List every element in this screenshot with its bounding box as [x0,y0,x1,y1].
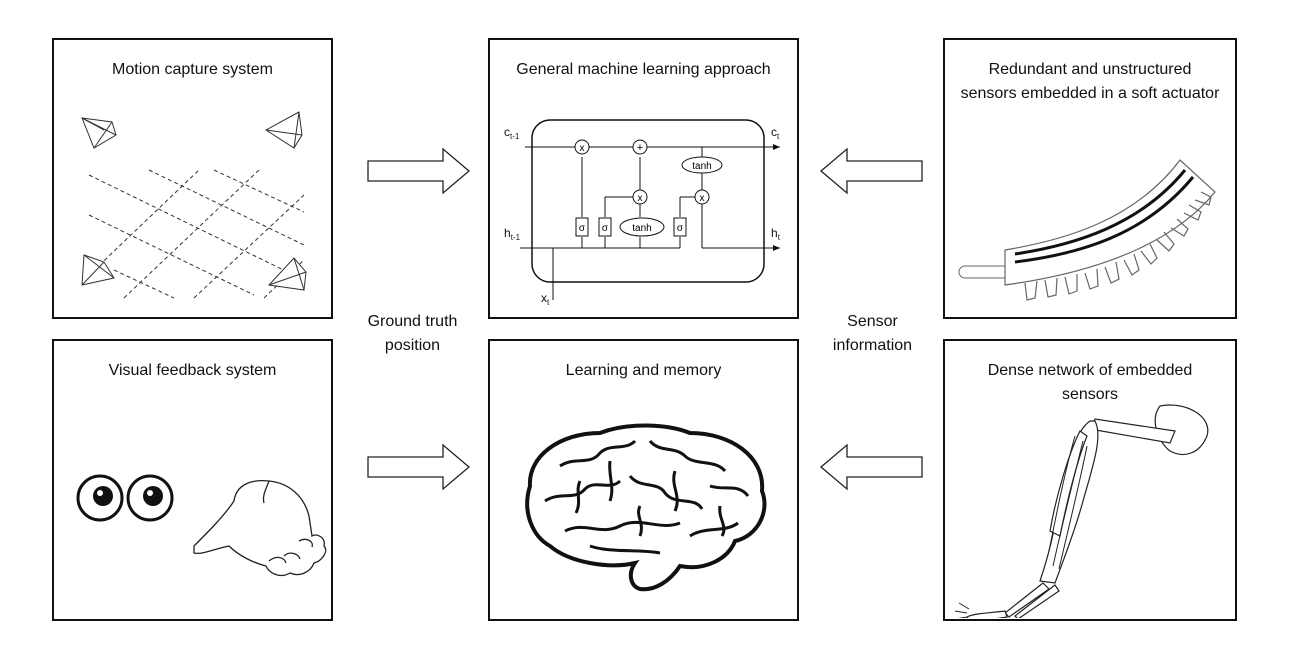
svg-text:tanh: tanh [692,161,711,172]
svg-text:x: x [638,193,643,204]
panel-title: Dense network of embedded sensors [987,362,1193,403]
c-prev-label: ct-1 [504,125,520,141]
camera-icon [267,257,307,291]
dense-network-panel: Dense network of embedded sensors [943,339,1237,621]
motion-capture-illustration [81,111,307,299]
svg-text:σ: σ [602,223,609,234]
svg-text:x: x [700,193,705,204]
visual-feedback-illustration [76,474,327,577]
hand-icon [193,480,327,577]
svg-text:tanh: tanh [632,223,651,234]
svg-text:+: + [637,142,643,154]
svg-text:σ: σ [579,223,586,234]
lstm-cell-box [531,119,765,283]
sigmoid-layer: σ [673,217,687,237]
svg-text:σ: σ [677,223,684,234]
tanh-node: tanh [681,156,723,174]
capture-grid [88,169,305,299]
camera-icon [81,117,117,149]
soft-actuator-illustration [958,159,1216,301]
arm-muscle-illustration [954,404,1209,618]
h-next-label: ht [771,226,781,242]
right-arrow-icon [367,147,471,195]
right-arrow-icon [367,443,471,491]
sigmoid-layer: σ [575,217,589,237]
sensor-information-label: Sensor information [832,313,913,354]
ground-truth-label: Ground truth position [367,313,458,354]
ml-approach-panel: General machine learning approach [488,38,799,319]
multiply-gate: x [694,189,710,205]
brain-icon [525,423,767,592]
sigmoid-layer: σ [598,217,612,237]
left-arrow-icon [819,443,923,491]
tanh-layer: tanh [619,217,665,237]
add-gate: + [632,139,648,155]
c-next-label: ct [771,125,780,141]
camera-icon [265,111,303,149]
svg-text:x: x [580,143,585,154]
motion-capture-panel: Motion capture system [52,38,333,319]
sensor-line [1014,169,1187,256]
panel-title: Redundant and unstructured sensors embed… [960,61,1220,102]
learning-memory-panel: Learning and memory [488,339,799,621]
panel-title: Learning and memory [565,362,722,379]
multiply-gate: x [574,139,590,155]
visual-feedback-panel: Visual feedback system [52,339,333,621]
panel-title: Visual feedback system [108,362,277,379]
eye-icon [76,474,124,522]
h-prev-label: ht-1 [504,226,521,242]
panel-title: General machine learning approach [516,61,771,78]
panel-title: Motion capture system [112,61,273,78]
left-arrow-icon [819,147,923,195]
redundant-sensors-panel: Redundant and unstructured sensors embed… [943,38,1237,319]
lstm-cell-diagram: x + x x tanh tanh σ σ [504,119,781,307]
sensor-line [1014,176,1195,264]
eye-icon [126,474,174,522]
x-input-label: xt [541,291,550,307]
camera-icon [81,254,115,286]
multiply-gate: x [632,189,648,205]
